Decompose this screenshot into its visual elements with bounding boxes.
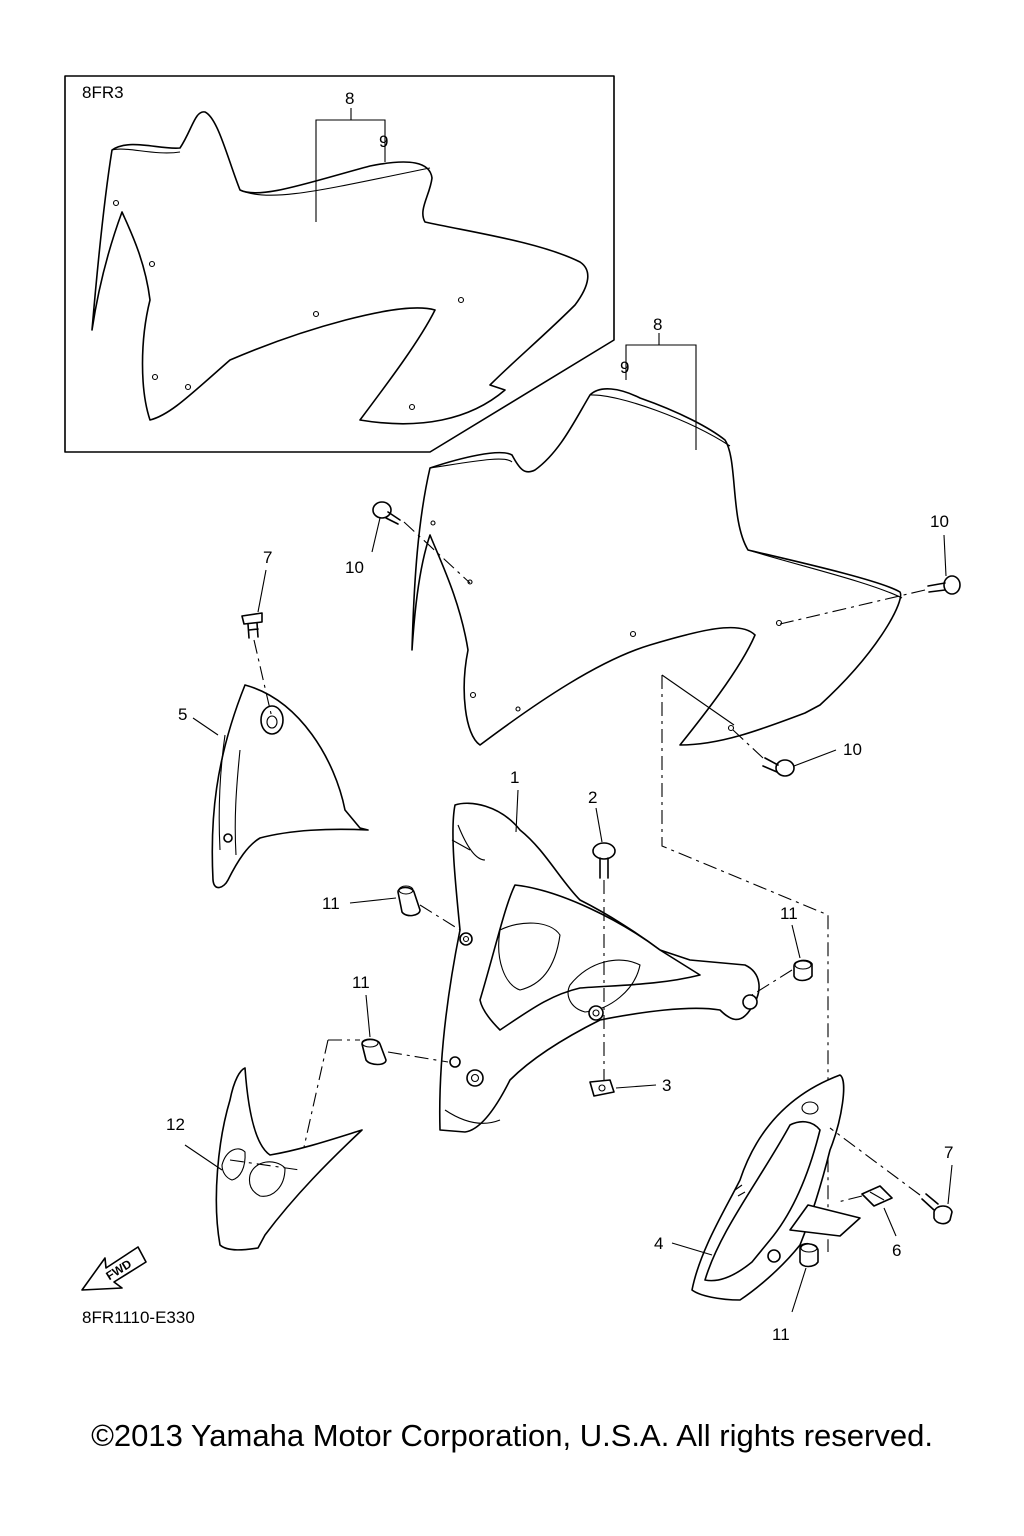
screw-10-right: 10 (779, 512, 961, 625)
cover-part-5: 5 (178, 684, 369, 889)
collar-11d: 11 (772, 1224, 819, 1344)
callout-11a: 11 (322, 894, 340, 913)
callout-7a: 7 (263, 548, 272, 567)
callout-7b: 7 (944, 1143, 953, 1162)
collar-11b: 11 (299, 973, 449, 1166)
variant-code-label: 8FR3 (82, 83, 124, 102)
callout-12: 12 (166, 1115, 185, 1134)
panel-part-1: 1 (438, 768, 760, 1133)
screw-10-lower: 10 (732, 729, 862, 777)
screw-2: 2 (588, 788, 616, 1085)
callout-4: 4 (654, 1234, 663, 1253)
callout-11b: 11 (352, 973, 370, 992)
callout-box-9: 9 (379, 132, 388, 151)
nut-6: 6 (837, 1185, 901, 1260)
callout-3: 3 (662, 1076, 671, 1095)
callout-box-8: 8 (345, 89, 354, 108)
callout-10b: 10 (930, 512, 949, 531)
collar-11c: 11 (751, 904, 813, 996)
callout-11d: 11 (772, 1325, 790, 1344)
callout-10a: 10 (345, 558, 364, 577)
callout-1: 1 (510, 768, 519, 787)
windscreen-assembly: 8 9 (411, 315, 903, 746)
callout-11c: 11 (780, 904, 798, 923)
variant-inset-box: 8FR3 8 9 (64, 75, 615, 453)
drawing-code: 8FR1110-E330 (82, 1308, 195, 1327)
collar-11a: 11 (322, 885, 461, 931)
callout-6: 6 (892, 1241, 901, 1260)
cover-part-12: 12 (166, 1067, 363, 1251)
callout-main-9: 9 (620, 358, 629, 377)
cover-part-4: 4 (654, 1074, 861, 1301)
screw-7-upper: 7 (241, 548, 273, 719)
callout-10c: 10 (843, 740, 862, 759)
callout-5: 5 (178, 705, 187, 724)
screw-10-left: 10 (345, 501, 471, 584)
screw-7-lower: 7 (829, 1127, 953, 1225)
nut-3: 3 (589, 1076, 671, 1097)
callout-main-8: 8 (653, 315, 662, 334)
copyright-notice: ©2013 Yamaha Motor Corporation, U.S.A. A… (91, 1418, 933, 1453)
callout-2: 2 (588, 788, 597, 807)
forward-arrow-icon: FWD (81, 1246, 147, 1291)
